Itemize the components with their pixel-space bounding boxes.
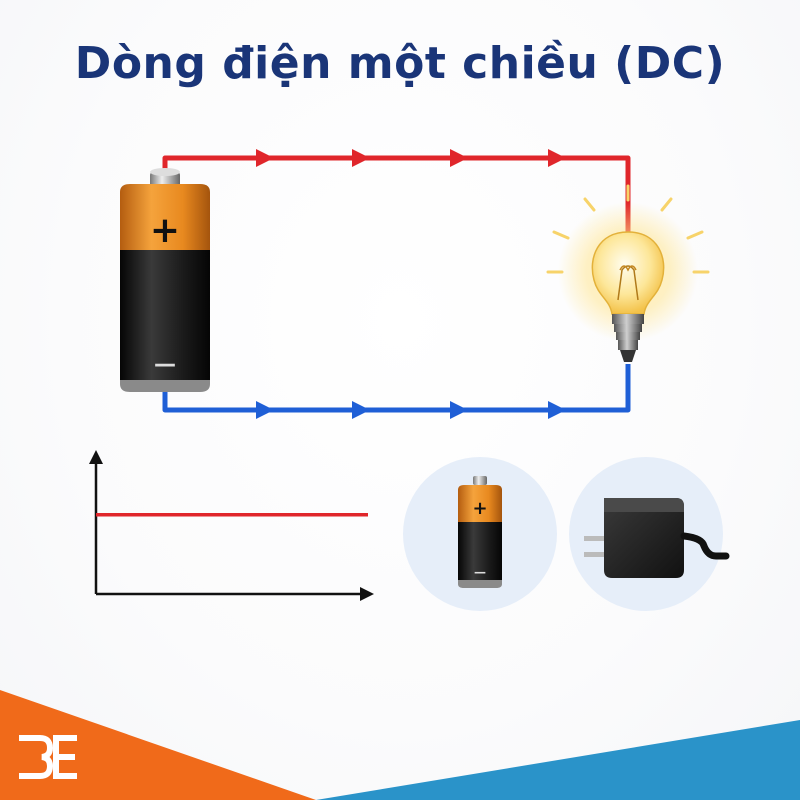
- power-adapter-icon: [584, 498, 730, 578]
- arrow-up-icon: [89, 450, 103, 464]
- arrow-right-icon: [360, 587, 374, 601]
- small-battery-minus-label: —: [474, 565, 486, 579]
- light-rays: [546, 184, 710, 274]
- current-arrow-icon: [450, 149, 468, 167]
- page-title: Dòng điện một chiều (DC): [74, 38, 726, 89]
- negative-wire: [162, 364, 631, 419]
- current-arrow-icon: [548, 401, 566, 419]
- current-arrow-icon: [256, 149, 274, 167]
- light-bulb-icon: [546, 184, 710, 362]
- footer-band: [0, 690, 800, 800]
- current-arrow-icon: [352, 401, 370, 419]
- current-arrow-icon: [256, 401, 274, 419]
- battery-plus-label: +: [150, 210, 180, 251]
- battery-example: + —: [403, 457, 557, 611]
- brand-logo: [19, 735, 77, 779]
- battery-icon: + —: [120, 168, 210, 392]
- small-battery-plus-label: +: [472, 498, 487, 519]
- current-arrow-icon: [450, 401, 468, 419]
- positive-wire: [162, 149, 631, 238]
- current-arrow-icon: [548, 149, 566, 167]
- battery-minus-label: —: [154, 352, 176, 377]
- current-arrow-icon: [352, 149, 370, 167]
- power-adapter-example: [569, 457, 730, 611]
- dc-voltage-graph: [89, 450, 374, 601]
